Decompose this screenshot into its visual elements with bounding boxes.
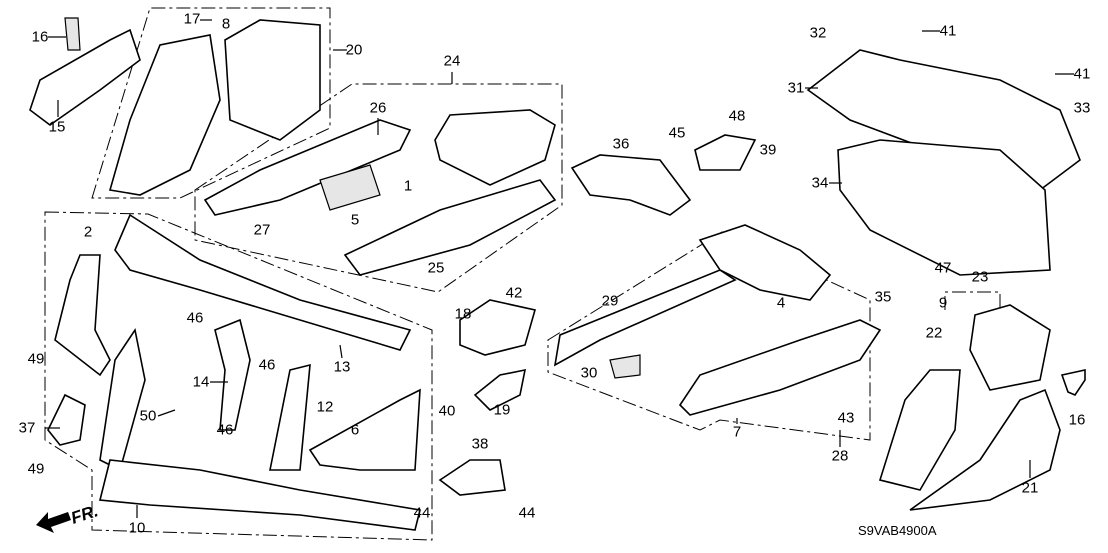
part-label-14: 14 (192, 373, 210, 391)
part-label-16: 16 (1068, 411, 1086, 429)
part-1 (434, 109, 556, 186)
part-9 (878, 369, 961, 491)
part-label-46: 46 (186, 309, 204, 327)
part-36 (570, 154, 692, 216)
part-label-23: 23 (971, 268, 989, 286)
group-box-20 (91, 7, 331, 199)
part-38 (438, 459, 506, 496)
part-8 (108, 34, 221, 196)
part-5 (319, 164, 381, 211)
part-label-7: 7 (732, 423, 742, 441)
part-label-27: 27 (253, 221, 271, 239)
leader-lines (45, 19, 1074, 518)
part-label-29: 29 (601, 292, 619, 310)
part-16b (1060, 369, 1086, 396)
part-13 (114, 213, 412, 351)
part-label-49: 49 (27, 460, 45, 478)
part-29 (553, 269, 737, 367)
part-label-13: 13 (333, 358, 351, 376)
part-label-17: 17 (183, 10, 201, 28)
part-12 (269, 363, 311, 471)
part-4 (698, 224, 832, 301)
group-box-23 (944, 291, 1001, 310)
group-box-24 (194, 83, 563, 293)
part-label-22: 22 (925, 324, 943, 342)
part-label-5: 5 (350, 211, 360, 229)
part-label-8: 8 (221, 15, 231, 33)
part-label-38: 38 (471, 435, 489, 453)
part-20 (224, 19, 321, 141)
part-21 (909, 388, 1061, 511)
part-label-41: 41 (939, 22, 957, 40)
part-label-1: 1 (403, 177, 413, 195)
part-label-45: 45 (668, 124, 686, 142)
part-label-46: 46 (258, 356, 276, 374)
part-label-35: 35 (874, 288, 892, 306)
part-31 (806, 49, 1081, 191)
part-label-12: 12 (316, 398, 334, 416)
part-label-47: 47 (934, 259, 952, 277)
part-23 (969, 304, 1051, 391)
part-label-24: 24 (443, 52, 461, 70)
part-label-32: 32 (809, 24, 827, 42)
part-label-15: 15 (48, 118, 66, 136)
part-label-46: 46 (216, 421, 234, 439)
part-50 (99, 327, 146, 472)
part-label-25: 25 (427, 259, 445, 277)
part-label-50: 50 (139, 407, 157, 425)
part-label-2: 2 (83, 223, 93, 241)
part-label-21: 21 (1021, 479, 1039, 497)
part-26 (203, 119, 412, 216)
part-7 (678, 319, 882, 416)
part-2 (54, 254, 111, 377)
part-label-37: 37 (18, 419, 36, 437)
part-37 (47, 393, 86, 446)
part-label-19: 19 (493, 401, 511, 419)
part-19 (473, 368, 527, 411)
part-label-34: 34 (811, 174, 829, 192)
part-label-31: 31 (787, 79, 805, 97)
part-25 (343, 179, 557, 276)
part-label-43: 43 (837, 409, 855, 427)
group-box-10 (44, 211, 433, 541)
part-label-4: 4 (776, 294, 786, 312)
part-30 (609, 354, 641, 379)
diagram-code: S9VAB4900A (858, 523, 937, 538)
part-label-41: 41 (1073, 65, 1091, 83)
part-label-44: 44 (518, 504, 536, 522)
part-label-16: 16 (31, 28, 49, 46)
part-label-33: 33 (1073, 99, 1091, 117)
part-39 (694, 134, 757, 171)
part-34 (837, 139, 1051, 276)
part-label-26: 26 (369, 99, 387, 117)
part-label-39: 39 (759, 141, 777, 159)
part-10 (98, 459, 421, 531)
part-label-10: 10 (128, 519, 146, 537)
part-6 (308, 388, 421, 471)
part-label-30: 30 (580, 364, 598, 382)
part-label-18: 18 (454, 305, 472, 323)
part-18 (459, 299, 537, 356)
part-label-20: 20 (345, 41, 363, 59)
part-label-6: 6 (350, 421, 360, 439)
part-label-28: 28 (831, 447, 849, 465)
part-label-42: 42 (505, 284, 523, 302)
part-label-36: 36 (612, 135, 630, 153)
part-label-9: 9 (938, 294, 948, 312)
part-label-40: 40 (438, 402, 456, 420)
part-14 (214, 318, 251, 431)
front-direction-arrow (36, 512, 71, 533)
part-label-48: 48 (728, 107, 746, 125)
part-label-49: 49 (27, 350, 45, 368)
part-label-44: 44 (413, 504, 431, 522)
